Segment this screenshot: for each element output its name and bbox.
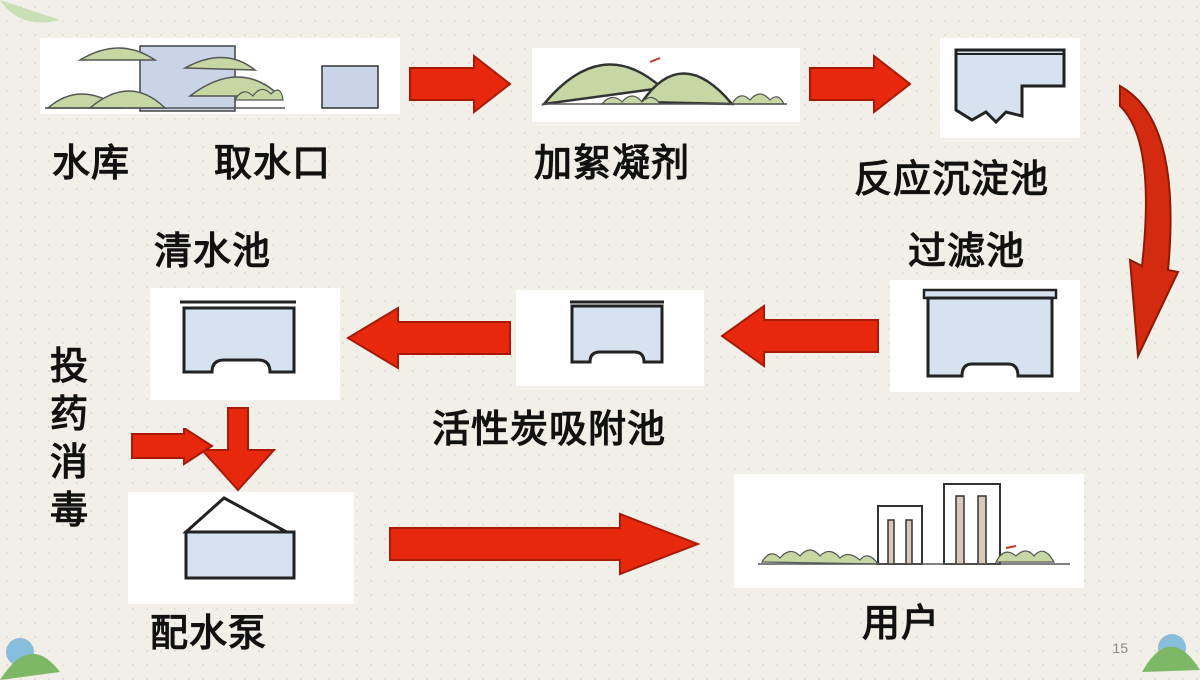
label-activated-carbon: 活性炭吸附池 xyxy=(432,407,667,451)
page-number: 15 xyxy=(1112,640,1128,656)
arrow-disinfection-to-pump xyxy=(131,428,214,466)
arrow-sedimentation-to-filter xyxy=(1119,84,1180,360)
filter-panel xyxy=(890,280,1080,392)
label-coagulant: 加絮凝剂 xyxy=(534,141,691,185)
activated-carbon-panel xyxy=(516,290,704,386)
arrow-activated-carbon-to-clear-water xyxy=(346,306,511,370)
label-disinfection: 投药消毒 xyxy=(49,344,88,532)
reservoir-intake-panel xyxy=(40,38,400,114)
arrow-clear-water-to-pump xyxy=(200,407,276,492)
arrow-pump-to-users xyxy=(389,512,700,576)
label-sedimentation: 反应沉淀池 xyxy=(854,157,1050,201)
arrow-filter-to-activated-carbon xyxy=(720,304,879,368)
clear-water-panel xyxy=(150,288,340,400)
label-clear-water: 清水池 xyxy=(154,229,272,273)
label-users: 用户 xyxy=(862,601,941,645)
reservoir-illustration xyxy=(45,45,379,112)
arrow-coagulant-to-sedimentation xyxy=(809,54,912,114)
coagulant-panel xyxy=(532,48,800,122)
filter-tank-illustration xyxy=(922,288,1058,378)
bottom-right-flower-decoration xyxy=(1142,634,1200,672)
label-reservoir: 水库 xyxy=(52,141,131,185)
label-pump: 配水泵 xyxy=(150,611,268,655)
label-intake: 取水口 xyxy=(214,141,332,185)
coagulant-illustration xyxy=(540,57,787,106)
users-panel xyxy=(734,474,1084,588)
bottom-left-flower-decoration xyxy=(0,638,60,680)
activated-carbon-tank-illustration xyxy=(570,300,664,364)
pump-panel xyxy=(128,492,354,604)
sedimentation-panel xyxy=(940,38,1080,138)
clear-water-tank-illustration xyxy=(180,300,296,374)
arrow-intake-to-coagulant xyxy=(409,54,512,114)
users-buildings-illustration xyxy=(758,483,1070,565)
sedimentation-tank-illustration xyxy=(954,48,1066,125)
top-left-leaf-decoration xyxy=(0,0,60,23)
pump-station-illustration xyxy=(182,496,296,580)
label-filter: 过滤池 xyxy=(908,229,1026,273)
